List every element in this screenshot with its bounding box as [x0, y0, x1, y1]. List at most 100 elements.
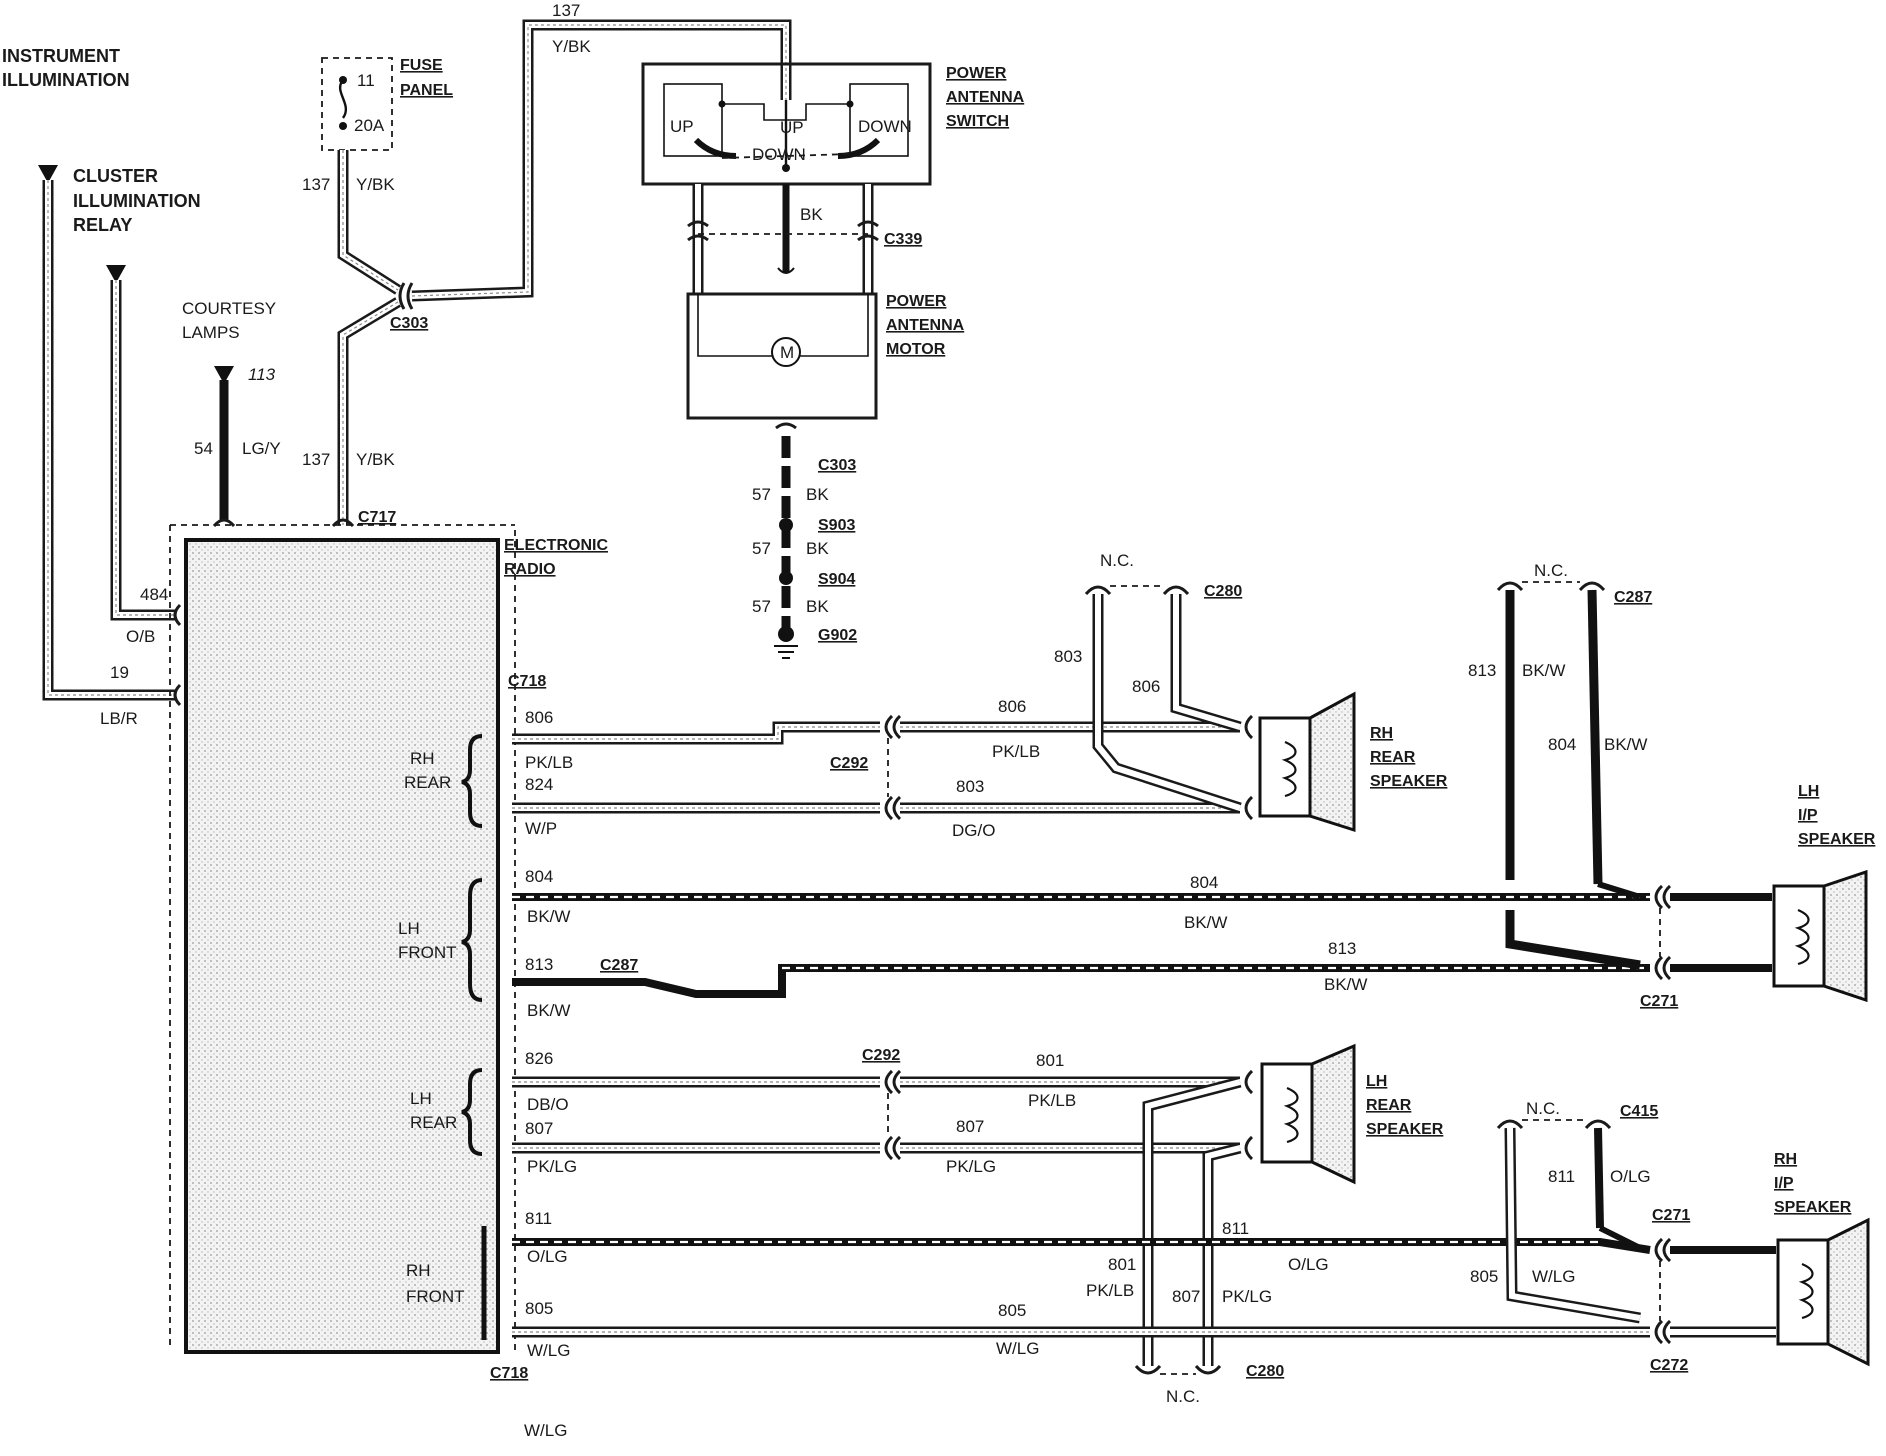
color-bk-w-c: BK/W — [527, 1001, 570, 1020]
color-o-b: O/B — [126, 627, 155, 646]
rh-rear-speaker-label-3: SPEAKER — [1370, 773, 1448, 790]
nc-d-label: N.C. — [1526, 1099, 1560, 1118]
fuse-panel: 11 20A FUSE PANEL — [321, 57, 453, 151]
lh-ip-speaker-label-1: LH — [1798, 783, 1819, 800]
wire-804-c287 — [1587, 589, 1603, 885]
splice-s903-icon — [779, 518, 793, 532]
circuit-806-b: 806 — [998, 697, 1026, 716]
color-y-bk-b: Y/BK — [552, 37, 591, 56]
c717-pin-137 — [331, 518, 355, 528]
cluster-label-1: CLUSTER — [73, 166, 158, 186]
c271-b-label: C271 — [1652, 1207, 1690, 1224]
circuit-806-c: 806 — [1132, 677, 1160, 696]
antenna-ground-path: C303 57 BK S903 57 BK S904 57 BK G902 — [752, 422, 857, 659]
circuit-811-b: 811 — [1222, 1219, 1249, 1238]
rh-rear-speaker: RH REAR SPEAKER — [1258, 691, 1448, 833]
rh-ip-speaker-label-1: RH — [1774, 1151, 1797, 1168]
circuit-826: 826 — [525, 1049, 553, 1068]
color-db-o: DB/O — [527, 1095, 569, 1114]
rh-ip-speaker-label-2: I/P — [1774, 1175, 1794, 1192]
c292-b-label: C292 — [862, 1047, 900, 1064]
c717-label: C717 — [358, 509, 396, 526]
switch-up-center: UP — [780, 118, 804, 137]
circuit-807-a: 807 — [525, 1119, 553, 1138]
connector-c303-top: C303 — [390, 282, 428, 332]
nc-a-label: N.C. — [1100, 551, 1134, 570]
color-o-lg-a: O/LG — [527, 1247, 568, 1266]
courtesy-lamps-label-1: COURTESY — [182, 299, 276, 318]
nc-c-label: N.C. — [1166, 1387, 1200, 1406]
electronic-radio: ELECTRONIC RADIO C717 C718 C718 484 O/B … — [100, 509, 608, 1382]
speaker-coil-icon — [1798, 1262, 1814, 1320]
splice-s904-icon — [779, 571, 793, 585]
color-w-lg-b: W/LG — [996, 1339, 1039, 1358]
circuit-801-b: 801 — [1108, 1255, 1136, 1274]
wire-811-c415 — [1594, 1127, 1604, 1229]
color-bk-w-b: BK/W — [1184, 913, 1227, 932]
c717-pin-54 — [212, 518, 236, 528]
speaker-coil-icon — [1281, 740, 1297, 798]
circuit-804-b: 804 — [1190, 873, 1218, 892]
wire-137-c303-to-c717: 137 Y/BK — [302, 297, 401, 525]
radio-label-1: ELECTRONIC — [504, 537, 608, 554]
lh-rear-speaker-label-2: REAR — [1366, 1097, 1412, 1114]
c272-label: C272 — [1650, 1357, 1688, 1374]
brace-lh-rear — [461, 1068, 483, 1156]
rh-ip-speaker-label-3: SPEAKER — [1774, 1199, 1852, 1216]
switch-down-right: DOWN — [858, 117, 912, 136]
courtesy-lamp-feed: 113 54 LG/Y — [194, 365, 281, 520]
switch-down-center: DOWN — [752, 145, 806, 164]
c292-a-label: C292 — [830, 755, 868, 772]
antenna-motor-label-2: ANTENNA — [886, 317, 965, 334]
group-rh-rear-2: REAR — [404, 773, 451, 792]
circuit-807-b: 807 — [956, 1117, 984, 1136]
group-lh-rear-2: REAR — [410, 1113, 457, 1132]
color-bk-w-e: BK/W — [1522, 661, 1565, 680]
group-rh-front-2: FRONT — [406, 1287, 465, 1306]
c303-lower-label: C303 — [818, 457, 856, 474]
c718-top-label: C718 — [508, 673, 546, 690]
circuit-824: 824 — [525, 775, 553, 794]
courtesy-lamps-label-2: LAMPS — [182, 323, 240, 342]
color-w-lg-a: W/LG — [527, 1341, 570, 1360]
circuit-137-c: 137 — [302, 450, 330, 469]
s903-label: S903 — [818, 517, 855, 534]
power-antenna-motor: M POWER ANTENNA MOTOR — [686, 292, 965, 420]
color-bk-w-d: BK/W — [1324, 975, 1367, 994]
group-lh-front-1: LH — [398, 919, 420, 938]
lh-ip-speaker: LH I/P SPEAKER — [1772, 783, 1876, 1003]
group-lh-front-2: FRONT — [398, 943, 457, 962]
lh-ip-speaker-label-3: SPEAKER — [1798, 831, 1876, 848]
circuit-811-c: 811 — [1548, 1167, 1575, 1186]
color-bk-c: BK — [806, 597, 829, 616]
s904-label: S904 — [818, 571, 855, 588]
o-b-arrow-icon — [106, 265, 126, 283]
group-rh-front-1: RH — [406, 1261, 431, 1280]
lh-rear-speaker: LH REAR SPEAKER — [1260, 1043, 1444, 1185]
circuit-57-c: 57 — [752, 597, 771, 616]
color-bk-switch: BK — [800, 205, 823, 224]
antenna-switch-label-2: ANTENNA — [946, 89, 1025, 106]
color-bk-a: BK — [806, 485, 829, 504]
lh-front-circuits: 804 BK/W 804 BK/W 813 BK/W C287 813 BK/W… — [512, 561, 1772, 1020]
circuit-803-a: 803 — [956, 777, 984, 796]
color-pk-lb-c: PK/LB — [1028, 1091, 1076, 1110]
lh-rear-speaker-label-1: LH — [1366, 1073, 1387, 1090]
cluster-label-2: ILLUMINATION — [73, 191, 201, 211]
circuit-19: 19 — [110, 663, 129, 682]
switch-up-left: UP — [670, 117, 694, 136]
footer-w-lg: W/LG — [524, 1421, 567, 1440]
color-pk-lb-a: PK/LB — [525, 753, 573, 772]
color-y-bk-a: Y/BK — [356, 175, 395, 194]
switch-contact-left-icon — [693, 137, 737, 159]
color-lg-y: LG/Y — [242, 439, 281, 458]
circuit-805-a: 805 — [525, 1299, 553, 1318]
circuit-811-a: 811 — [525, 1209, 552, 1228]
antenna-switch-label-1: POWER — [946, 65, 1007, 82]
circuit-801-a: 801 — [1036, 1051, 1064, 1070]
circuit-813-a: 813 — [525, 955, 553, 974]
circuit-57-b: 57 — [752, 539, 771, 558]
c271-a-label: C271 — [1640, 993, 1678, 1010]
wire-484-o-b — [110, 280, 175, 621]
